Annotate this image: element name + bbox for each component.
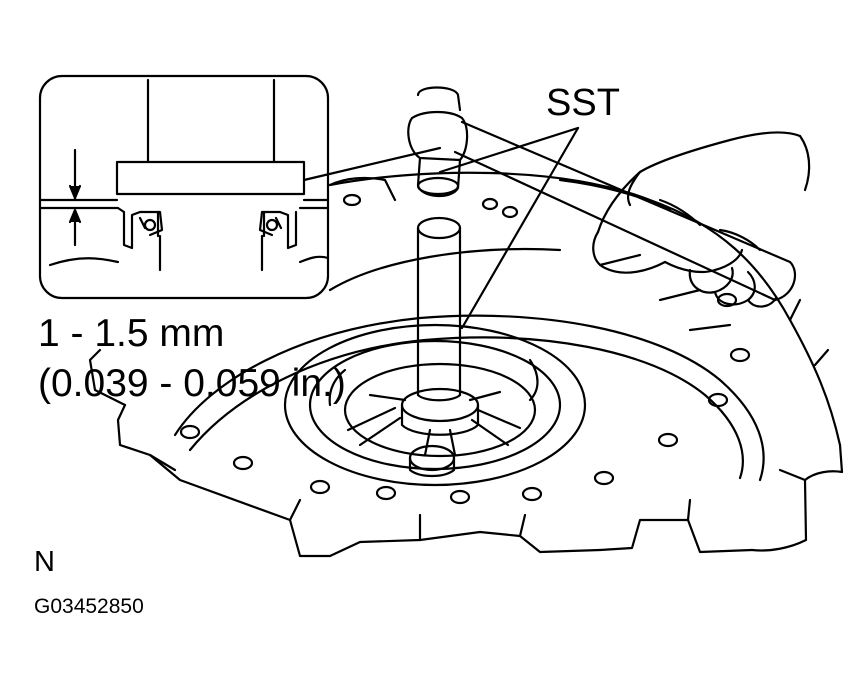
figure-code-label: G03452850	[34, 595, 144, 618]
inset-detail	[38, 74, 442, 300]
depth-metric-label: 1 - 1.5 mm	[38, 312, 225, 355]
view-letter-label: N	[34, 546, 55, 578]
sst-leader-lines	[438, 126, 580, 330]
sst-drift-tool	[416, 216, 462, 402]
oil-pump-bore	[283, 323, 587, 487]
depth-imperial-label: (0.039 - 0.059 in.)	[38, 362, 346, 405]
sst-label: SST	[546, 82, 620, 124]
transmission-case	[88, 171, 844, 558]
hand	[592, 131, 811, 308]
hammer	[407, 86, 797, 302]
